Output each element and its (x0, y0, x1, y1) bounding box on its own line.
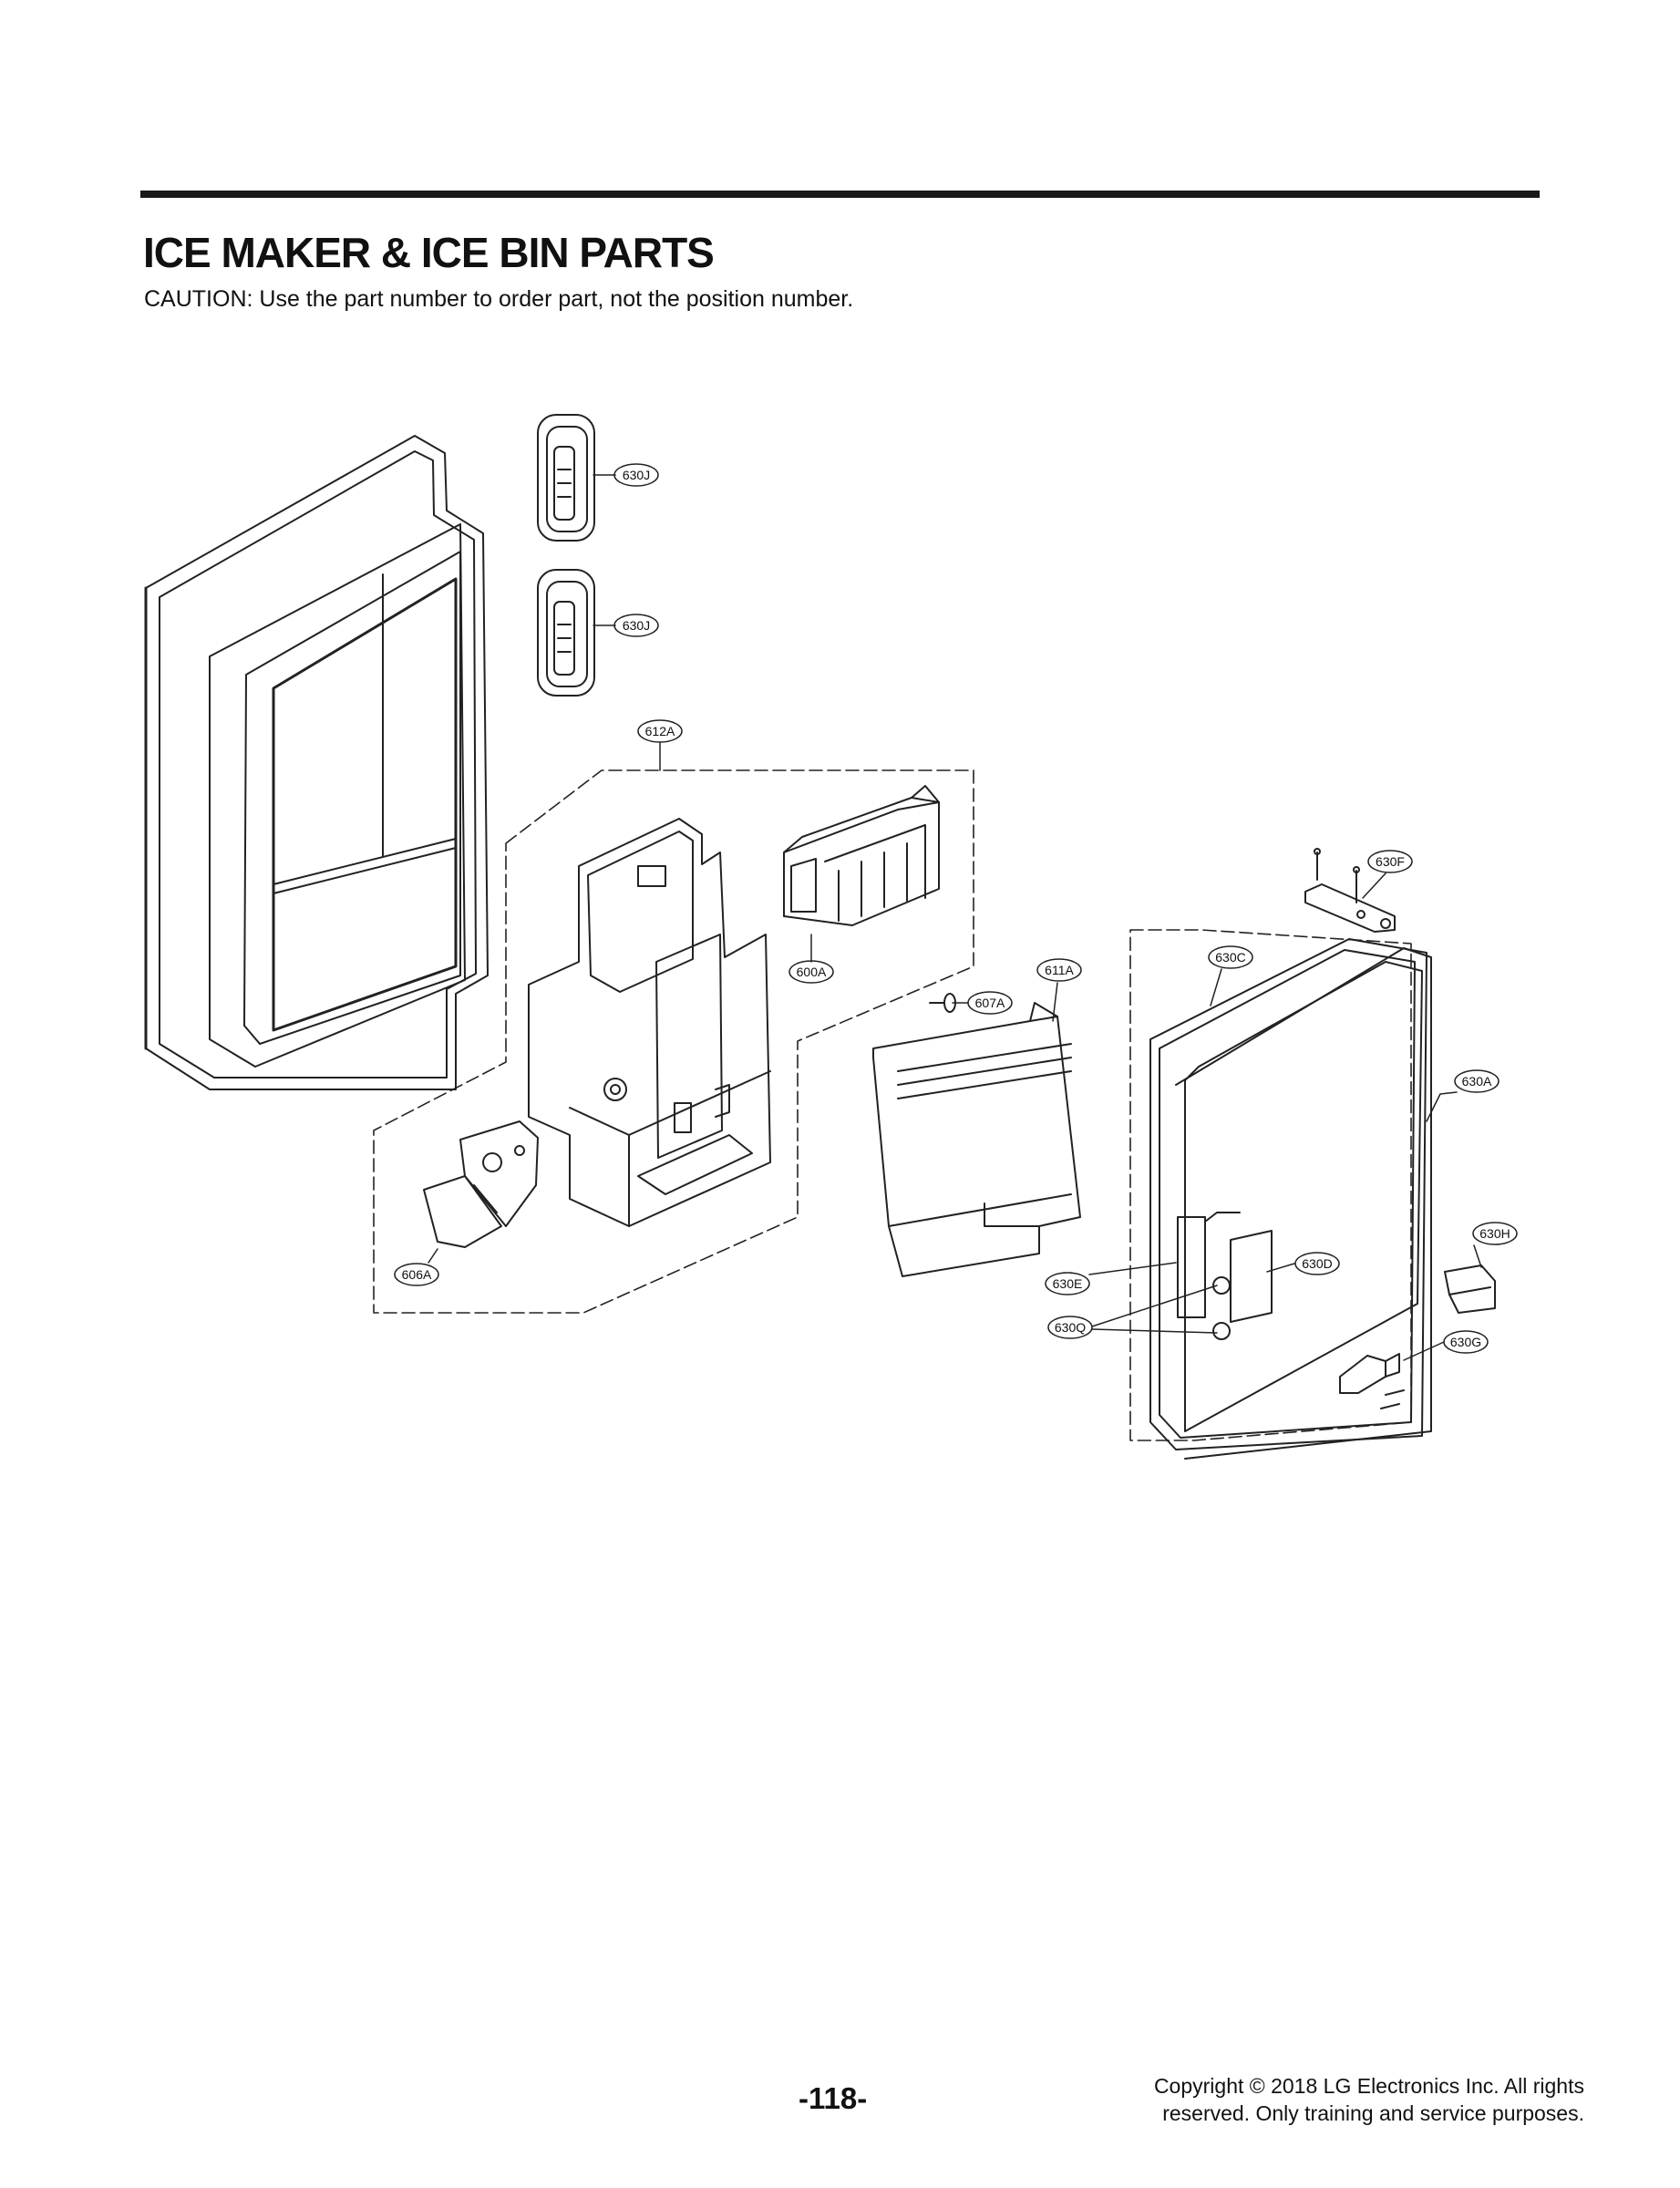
door-liner-part (144, 435, 489, 1090)
copyright-notice: Copyright © 2018 LG Electronics Inc. All… (1019, 2072, 1584, 2127)
callout-630q: 630Q (1047, 1316, 1093, 1339)
callout-606a: 606A (394, 1263, 439, 1286)
ice-maker-part (783, 785, 940, 926)
callout-600a: 600A (788, 960, 834, 984)
callout-630e: 630E (1045, 1272, 1090, 1295)
svg-text:630F: 630F (1376, 854, 1405, 869)
copyright-line-2: reserved. Only training and service purp… (1162, 2101, 1584, 2125)
gasket-clip-630j-bottom-part (537, 569, 595, 697)
callout-630c: 630C (1208, 945, 1253, 969)
svg-text:630G: 630G (1450, 1335, 1481, 1349)
svg-text:630A: 630A (1462, 1074, 1492, 1089)
gasket-clip-630j-top-part (537, 414, 595, 542)
assembly-630a-boundary (1129, 929, 1412, 1441)
callout-630j-bottom: 630J (613, 614, 659, 637)
callout-630a: 630A (1454, 1069, 1500, 1093)
svg-text:630C: 630C (1215, 950, 1245, 965)
callout-607a: 607A (967, 991, 1013, 1015)
page-number: -118- (799, 2081, 868, 2115)
bracket-630g-part (1339, 1353, 1405, 1409)
svg-text:612A: 612A (645, 724, 675, 738)
auger-motor-part (423, 1120, 539, 1248)
copyright-line-1: Copyright © 2018 LG Electronics Inc. All… (1153, 2074, 1584, 2098)
ice-door-part (1149, 938, 1432, 1460)
header-rule (140, 191, 1540, 198)
callout-630g: 630G (1443, 1330, 1489, 1354)
callout-630d: 630D (1294, 1252, 1340, 1275)
svg-text:630D: 630D (1302, 1256, 1332, 1271)
callout-630h: 630H (1472, 1222, 1518, 1245)
part-630h (1444, 1264, 1496, 1314)
svg-text:630J: 630J (623, 618, 650, 633)
ice-bucket-part (872, 1002, 1081, 1277)
assembly-612a-boundary (373, 769, 974, 1314)
svg-text:630H: 630H (1479, 1226, 1510, 1241)
svg-text:606A: 606A (402, 1267, 432, 1282)
screw-607a-part (929, 993, 956, 1013)
caution-note: CAUTION: Use the part number to order pa… (144, 286, 854, 312)
bracket-630f-part (1304, 848, 1396, 933)
ice-bin-housing-part (528, 818, 771, 1227)
callout-611a: 611A (1036, 958, 1082, 982)
svg-text:611A: 611A (1045, 963, 1074, 977)
svg-text:630Q: 630Q (1055, 1320, 1086, 1335)
svg-text:630E: 630E (1053, 1276, 1083, 1291)
callout-630f: 630F (1367, 850, 1413, 873)
svg-text:600A: 600A (797, 965, 827, 979)
svg-text:630J: 630J (623, 468, 650, 482)
svg-text:607A: 607A (975, 996, 1005, 1010)
page-title: ICE MAKER & ICE BIN PARTS (143, 229, 715, 276)
leader-lines (428, 474, 1482, 1361)
callout-612a: 612A (637, 719, 683, 743)
callout-630j-top: 630J (613, 463, 659, 487)
